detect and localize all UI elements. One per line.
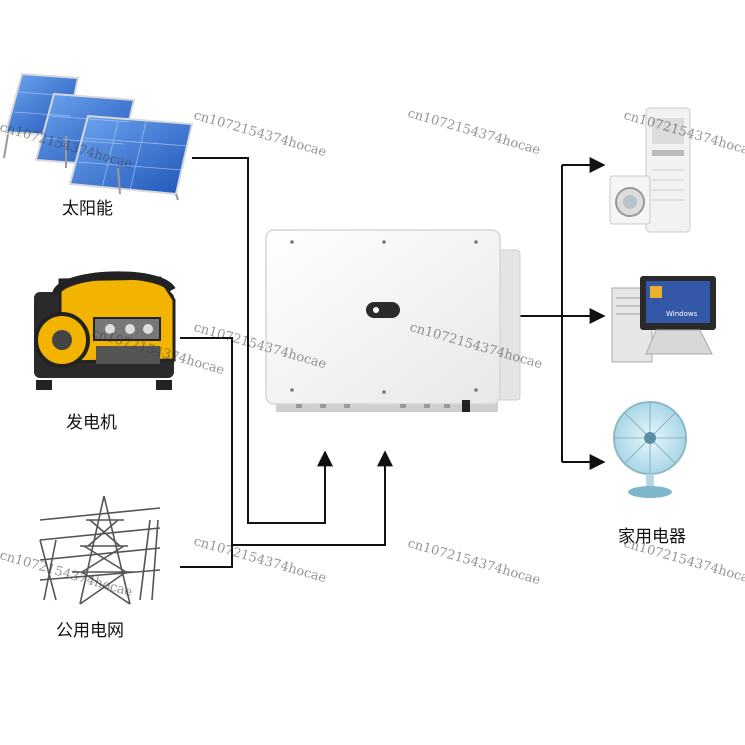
computer-icon: Windows xyxy=(611,276,716,363)
appliances-label: 家用电器 xyxy=(618,527,686,547)
windows-screen-text: Windows xyxy=(666,310,698,318)
grid-label: 公用电网 xyxy=(56,621,124,641)
generator-label: 发电机 xyxy=(66,413,117,433)
air-conditioner-icon xyxy=(609,107,691,233)
fan-icon xyxy=(613,401,687,498)
generator-icon xyxy=(34,271,176,390)
power-tower-icon xyxy=(39,495,161,605)
solar-to-inverter-line xyxy=(192,157,333,524)
solar-panel-icon xyxy=(3,72,194,201)
connector-lines xyxy=(180,157,606,568)
solar-label: 太阳能 xyxy=(62,199,113,219)
grid-to-line-line xyxy=(180,545,233,568)
inverter-icon xyxy=(265,229,521,412)
